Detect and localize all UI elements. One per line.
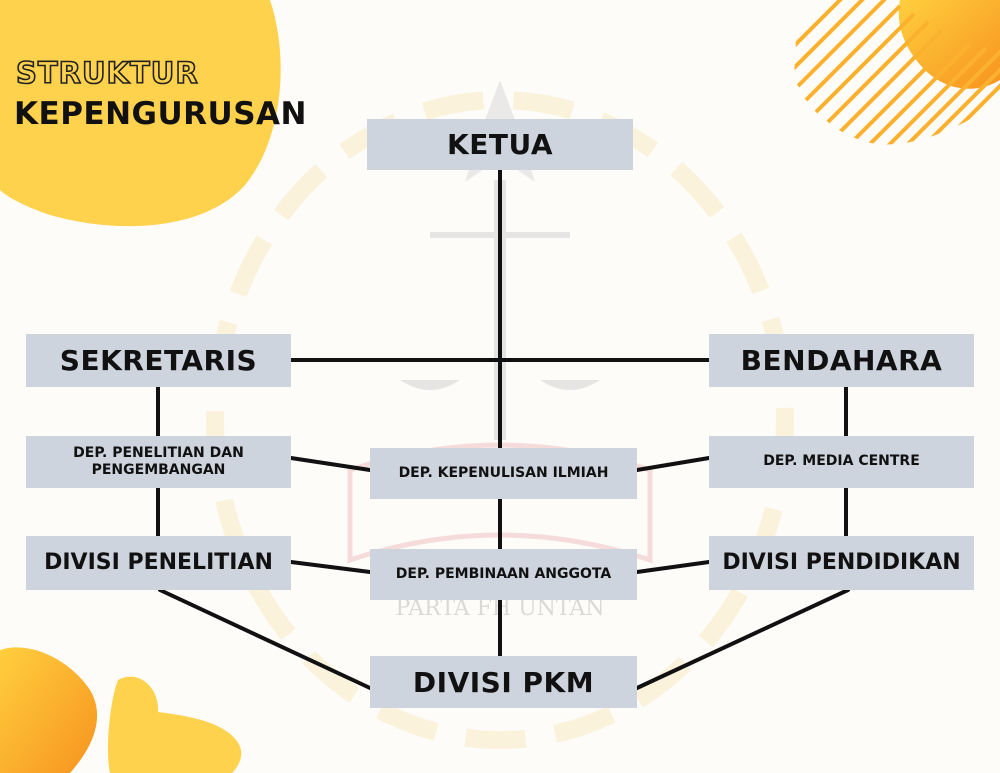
yellow-blob-bottom-left-2	[107, 676, 242, 773]
title-struktur: STRUKTUR	[15, 55, 199, 91]
yellow-blob-top-left	[0, 0, 281, 227]
node-dep-pembinaan: DEP. PEMBINAAN ANGGOTA	[370, 549, 637, 600]
title-kepengurusan: KEPENGURUSAN	[14, 96, 307, 132]
node-divisi-pendidikan: DIVISI PENDIDIKAN	[709, 536, 974, 590]
node-dep-media: DEP. MEDIA CENTRE	[709, 436, 974, 488]
node-divisi-penelitian: DIVISI PENELITIAN	[26, 536, 291, 590]
node-dep-penelitian: DEP. PENELITIAN DAN PENGEMBANGAN	[26, 436, 291, 488]
node-sekretaris: SEKRETARIS	[26, 334, 291, 387]
node-ketua: KETUA	[367, 119, 633, 170]
connector-lines	[156, 168, 850, 690]
node-divisi-pkm: DIVISI PKM	[370, 656, 637, 708]
yellow-blob-bottom-left	[0, 647, 98, 773]
node-bendahara: BENDAHARA	[709, 334, 974, 387]
node-dep-kepenulisan: DEP. KEPENULISAN ILMIAH	[370, 448, 637, 499]
